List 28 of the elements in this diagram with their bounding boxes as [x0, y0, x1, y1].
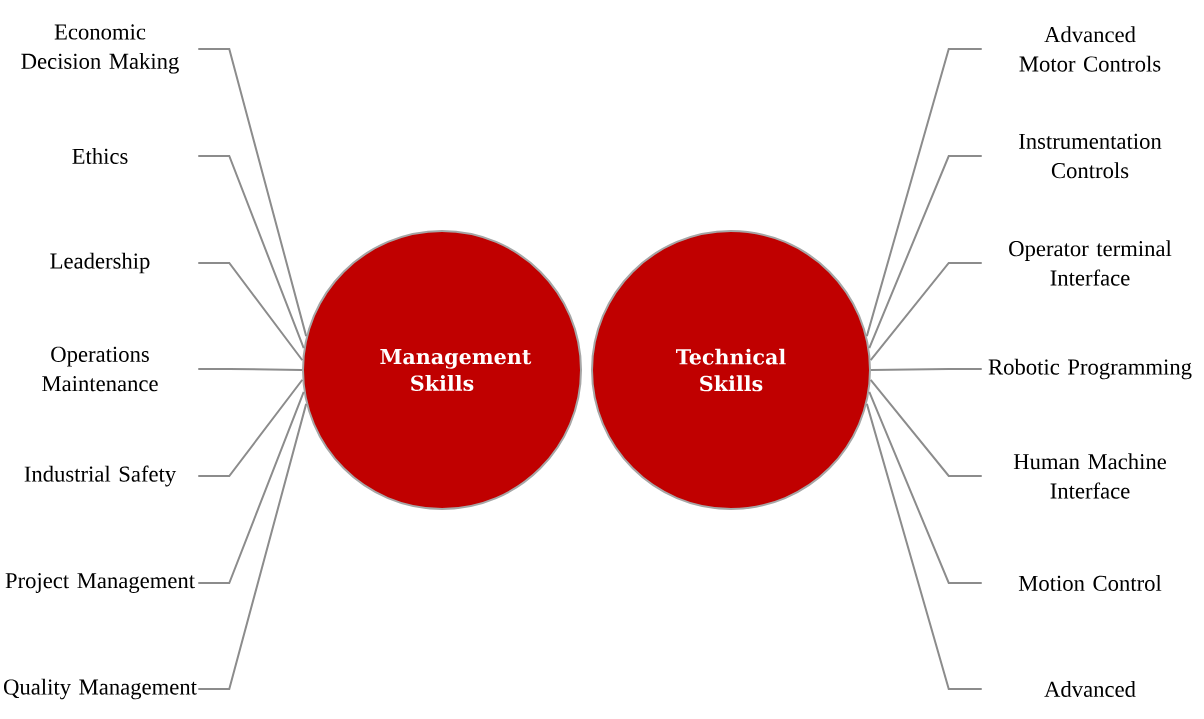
skill-label: Industrial Safety	[24, 465, 177, 487]
connector-line	[868, 155, 983, 350]
connector-line	[869, 378, 983, 477]
skill-label: Robotic Programming	[988, 358, 1192, 380]
skill-label: Instrumentation Controls	[1019, 133, 1162, 179]
connector-line	[197, 402, 308, 690]
skill-label: Motion Control	[1018, 575, 1162, 591]
skill-label: Economic Decision Making	[21, 24, 179, 74]
skill-label: Operations Maintenance	[42, 346, 158, 392]
connector-line	[197, 48, 308, 338]
skill-label: Human Machine Interface	[1013, 453, 1166, 499]
connector-line	[197, 390, 305, 584]
connector-line	[865, 402, 983, 690]
skill-label: Advanced Motor Controls	[1019, 26, 1161, 72]
connector-line	[868, 390, 983, 584]
connector-line	[197, 378, 304, 477]
skill-label: Project Management	[5, 573, 195, 593]
connector-line	[869, 262, 983, 362]
connector-line	[870, 368, 983, 371]
skill-label: Quality Management	[4, 678, 197, 700]
skill-label: Advanced	[1044, 681, 1136, 697]
skill-label: Ethics	[72, 148, 128, 164]
skill-label: Leadership	[50, 252, 150, 274]
connector-line	[197, 368, 303, 371]
connector-line	[197, 262, 304, 362]
connector-line	[865, 48, 983, 338]
connector-line	[197, 155, 305, 350]
skill-label: Operator terminal Interface	[1009, 240, 1172, 286]
